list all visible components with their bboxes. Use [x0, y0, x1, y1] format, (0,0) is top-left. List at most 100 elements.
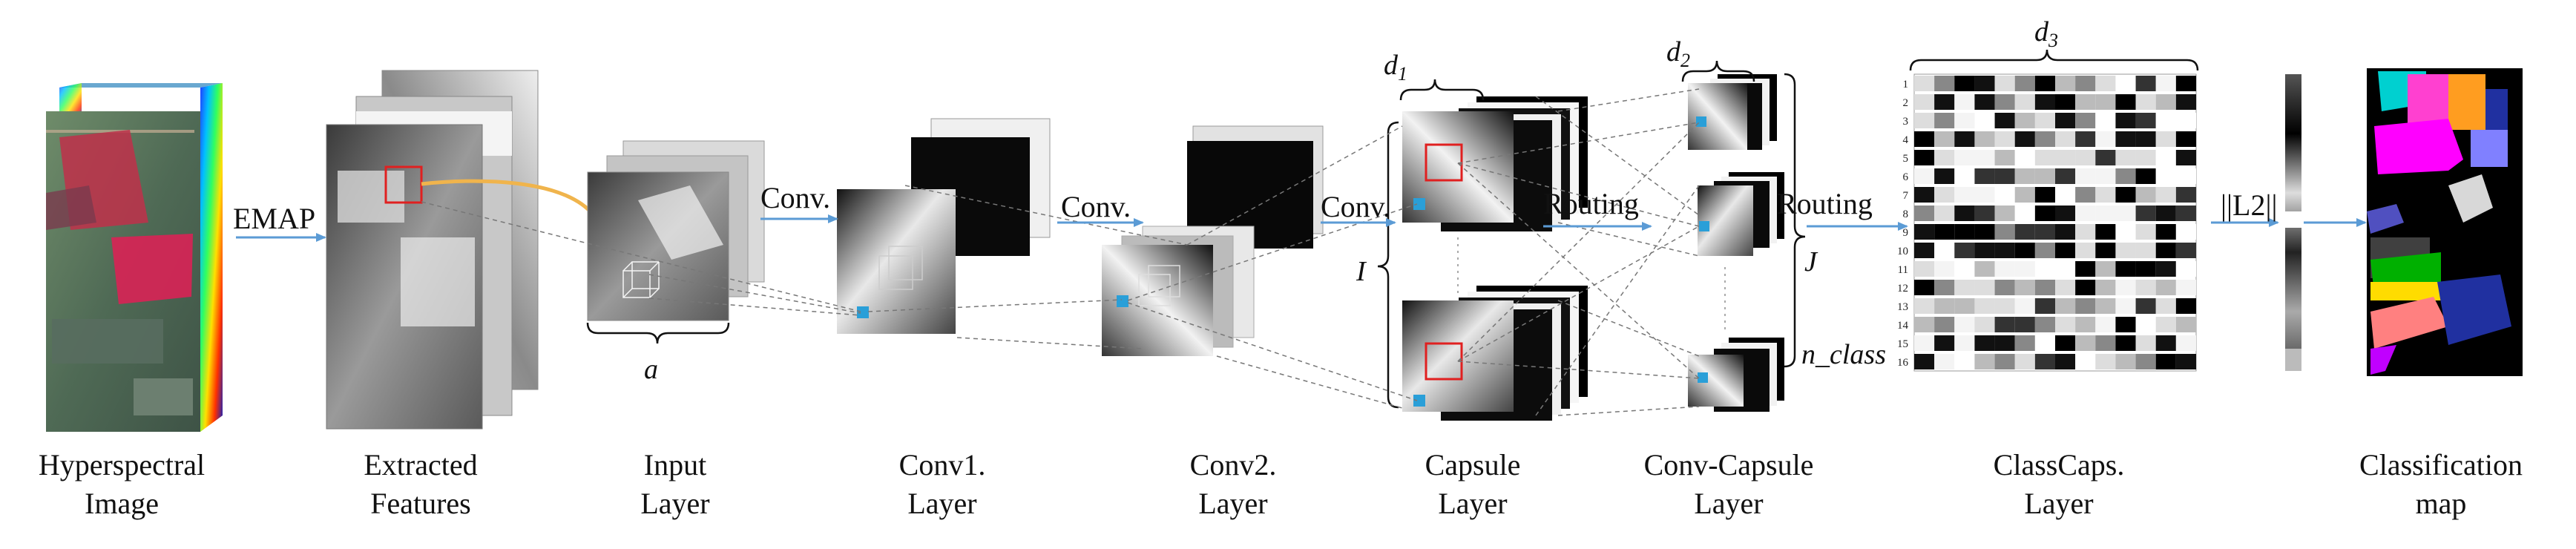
- matrix-cell: [2175, 113, 2196, 128]
- matrix-cell: [1994, 113, 2015, 128]
- label-classcaps-2: Layer: [2024, 487, 2093, 520]
- matrix-cell: [1914, 243, 1935, 258]
- matrix-cell: [2014, 131, 2035, 147]
- matrix-cell: [2034, 224, 2055, 240]
- extracted-features-stack: [326, 70, 539, 430]
- classcaps-row-index: 14: [1897, 320, 1909, 332]
- matrix-cell: [2175, 168, 2196, 184]
- matrix-cell: [2115, 317, 2136, 332]
- matrix-cell: [2014, 261, 2035, 277]
- classcaps-row-index: 11: [1898, 264, 1908, 276]
- matrix-cell: [2135, 113, 2156, 128]
- matrix-cell: [1914, 187, 1935, 203]
- matrix-cell: [1994, 261, 2015, 277]
- label-convcapsule-2: Layer: [1694, 487, 1763, 520]
- capsule-layer-top: [1402, 96, 1588, 231]
- matrix-cell: [2095, 206, 2116, 221]
- convcapsule-group-2: [1698, 172, 1784, 256]
- matrix-cell: [2175, 317, 2196, 332]
- matrix-cell: [2155, 335, 2176, 351]
- matrix-cell: [2115, 168, 2136, 184]
- matrix-cell: [2055, 76, 2076, 91]
- matrix-cell: [2075, 187, 2096, 203]
- matrix-cell: [2075, 206, 2096, 221]
- matrix-cell: [2095, 150, 2116, 165]
- matrix-cell: [1914, 335, 1935, 351]
- matrix-cell: [2055, 261, 2076, 277]
- matrix-cell: [2115, 187, 2136, 203]
- matrix-cell: [2075, 168, 2096, 184]
- matrix-cell: [2175, 280, 2196, 295]
- matrix-cell: [1974, 280, 1995, 295]
- matrix-cell: [2034, 298, 2055, 314]
- input-receptive-cube: [622, 261, 660, 298]
- matrix-cell: [2034, 335, 2055, 351]
- matrix-cell: [1954, 131, 1975, 147]
- matrix-cell: [1914, 94, 1935, 110]
- matrix-cell: [1994, 187, 2015, 203]
- matrix-cell: [2034, 150, 2055, 165]
- label-input: Input: [644, 448, 706, 481]
- classcaps-row-index: 2: [1903, 97, 1909, 109]
- matrix-cell: [1974, 298, 1995, 314]
- matrix-cell: [1954, 206, 1975, 221]
- symbol-d2: d2: [1666, 36, 1690, 71]
- matrix-cell: [1934, 224, 1955, 240]
- matrix-cell: [1974, 335, 1995, 351]
- matrix-cell: [2155, 131, 2176, 147]
- matrix-cell: [2055, 206, 2076, 221]
- classcaps-d3-brace: [1909, 49, 2199, 71]
- label-conv1-2: Layer: [907, 487, 976, 520]
- matrix-cell: [2175, 206, 2196, 221]
- matrix-cell: [1974, 187, 1995, 203]
- matrix-cell: [2055, 113, 2076, 128]
- matrix-cell: [2115, 113, 2136, 128]
- matrix-cell: [2135, 206, 2156, 221]
- matrix-cell: [1974, 113, 1995, 128]
- matrix-cell: [1934, 94, 1955, 110]
- matrix-cell: [2075, 261, 2096, 277]
- matrix-cell: [1954, 187, 1975, 203]
- matrix-cell: [1954, 94, 1975, 110]
- matrix-cell: [2115, 354, 2136, 369]
- matrix-cell: [1934, 261, 1955, 277]
- classcaps-row-index: 8: [1903, 208, 1909, 220]
- matrix-cell: [2135, 76, 2156, 91]
- matrix-cell: [2034, 354, 2055, 369]
- label-capsule: Capsule: [1425, 448, 1521, 481]
- matrix-cell: [1954, 224, 1975, 240]
- matrix-cell: [1974, 224, 1995, 240]
- matrix-cell: [1914, 168, 1935, 184]
- matrix-cell: [2055, 150, 2076, 165]
- matrix-cell: [2014, 280, 2035, 295]
- matrix-cell: [2135, 168, 2156, 184]
- matrix-cell: [2034, 113, 2055, 128]
- matrix-cell: [1994, 243, 2015, 258]
- matrix-cell: [2095, 280, 2116, 295]
- matrix-cell: [1954, 335, 1975, 351]
- matrix-cell: [2014, 187, 2035, 203]
- routing-label-1: Routing: [1543, 187, 1639, 220]
- label-input-2: Layer: [640, 487, 709, 520]
- matrix-cell: [2175, 94, 2196, 110]
- matrix-cell: [2135, 317, 2156, 332]
- label-conv2-2: Layer: [1198, 487, 1267, 520]
- matrix-cell: [2055, 94, 2076, 110]
- matrix-cell: [1974, 150, 1995, 165]
- matrix-cell: [1934, 354, 1955, 369]
- matrix-cell: [2135, 187, 2156, 203]
- matrix-cell: [2175, 261, 2196, 277]
- matrix-cell: [1994, 150, 2015, 165]
- classcaps-row-index: 12: [1897, 283, 1908, 295]
- matrix-cell: [1974, 168, 1995, 184]
- label-capsule-2: Layer: [1438, 487, 1507, 520]
- symbol-n-class: n_class: [1801, 339, 1886, 370]
- flow-arrows: [236, 214, 2367, 242]
- conv-label-2: Conv.: [1061, 190, 1131, 223]
- capsule-d1-brace: [1399, 79, 1485, 101]
- matrix-cell: [1994, 206, 2015, 221]
- matrix-cell: [1954, 261, 1975, 277]
- matrix-cell: [2034, 243, 2055, 258]
- matrix-cell: [1934, 131, 1955, 147]
- matrix-cell: [2115, 243, 2136, 258]
